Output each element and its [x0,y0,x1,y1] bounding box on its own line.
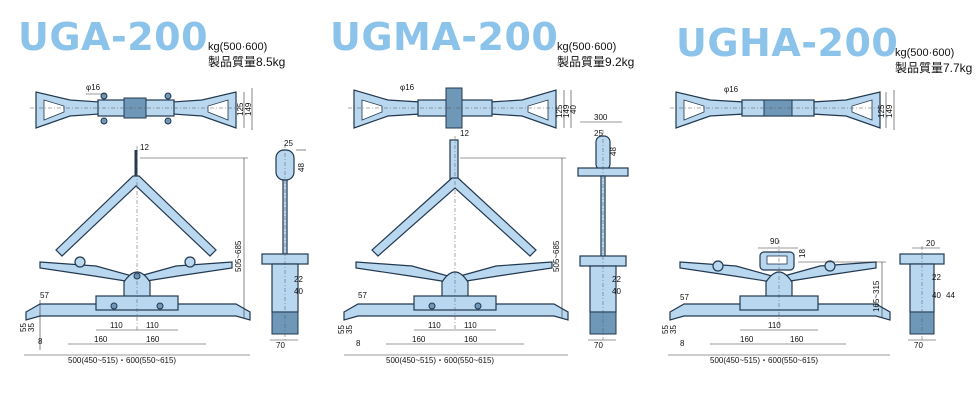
dim-22: 22 [932,273,941,282]
dim-top-h: 18 [798,249,807,258]
capacity-ugha: kg(500·600) [895,47,955,59]
drawing-uga: φ16 125 149 12 505~685 57 55 35 8 110 1 [19,83,309,365]
dim-side-b: 149 [562,104,571,118]
dim-110b: 110 [146,321,159,330]
dim-hole: φ16 [86,83,101,92]
dim-160a: 160 [740,335,754,344]
dim-160b: 160 [790,335,804,344]
dim-160a: 160 [412,335,426,344]
dim-side-b: 149 [244,102,253,116]
dim-22: 22 [612,275,621,284]
dim-22: 22 [294,275,303,284]
dim-head-w: 20 [926,239,935,248]
dim-side-c: 40 [569,105,578,114]
dim-head-w: 25 [284,139,293,148]
drawing-ugha: φ16 125 149 90 18 165~315 57 55 35 8 110… [661,85,955,365]
weight-ugha: 製品質量7.7kg [895,61,973,75]
top-view-uga [30,88,253,130]
dim-side-a: 125 [236,102,245,116]
front-view-uga [24,146,251,356]
dim-range: 505~685 [552,240,561,272]
side-view-ugma [577,121,629,341]
title-ugma: UGMA-200 [330,15,559,59]
drawing-ugma: φ16 125 149 40 12 505~685 57 55 35 8 110… [337,83,629,365]
spec-ugma: kg(500·600) 製品質量9.2kg [557,40,634,70]
dim-side-a: 125 [555,104,564,118]
dim-160a: 160 [94,335,108,344]
front-view-ugma [343,136,569,356]
dim-range: 165~315 [872,280,881,312]
dim-hole: φ16 [724,85,739,94]
dim-160b: 160 [146,335,160,344]
dim-110a: 110 [768,321,781,330]
capacity-uga: kg(500·600) [208,41,268,53]
dim-range: 505~685 [234,240,243,272]
dim-40: 40 [612,287,621,296]
weight-ugma: 製品質量9.2kg [557,55,635,69]
side-view-ugha [899,246,945,341]
dim-55: 55 [19,323,28,332]
dim-head-w: 25 [594,129,603,138]
spec-uga: kg(500·600) 製品質量8.5kg [208,40,285,70]
dim-35: 35 [27,323,36,332]
side-view-uga [261,144,309,341]
dim-8: 8 [38,337,43,346]
dim-160b: 160 [464,335,478,344]
dim-top-w: 90 [770,237,779,246]
dim-55: 55 [661,325,670,334]
dim-35: 35 [669,325,678,334]
dim-hole: φ16 [400,83,415,92]
dim-110a: 110 [428,321,441,330]
dim-8: 8 [356,339,361,348]
top-view-ugma [348,87,572,129]
top-view-ugha [670,90,895,130]
title-uga: UGA-200 [18,15,209,59]
dim-70: 70 [594,341,603,350]
dim-57: 57 [680,293,689,302]
weight-uga: 製品質量8.5kg [208,55,286,69]
dim-40: 40 [932,291,941,300]
spec-ugha: kg(500·600) 製品質量7.7kg [895,46,972,76]
dim-8: 8 [680,339,685,348]
dim-side-a: 125 [877,104,886,118]
dim-57: 57 [40,291,49,300]
dim-head-h: 48 [297,163,306,172]
dim-70: 70 [276,341,285,350]
front-view-ugha [668,240,891,356]
dim-top-w: 300 [594,113,608,122]
title-ugha: UGHA-200 [676,21,899,65]
dim-side-b: 149 [885,104,894,118]
dim-110b: 110 [464,321,477,330]
dim-35: 35 [345,325,354,334]
dim-40: 40 [294,287,303,296]
dim-span: 500(450~515)・600(550~615) [386,356,494,365]
dim-55: 55 [337,325,346,334]
dim-span: 500(450~515)・600(550~615) [68,356,176,365]
dim-57: 57 [358,291,367,300]
dim-70: 70 [914,341,923,350]
dim-head-h: 48 [609,147,618,156]
dim-110a: 110 [110,321,123,330]
dim-shackle: 12 [140,143,149,152]
dim-44: 44 [946,291,955,300]
dim-shackle: 12 [460,129,469,138]
dim-span: 500(450~515)・600(550~615) [710,356,818,365]
capacity-ugma: kg(500·600) [557,41,617,53]
